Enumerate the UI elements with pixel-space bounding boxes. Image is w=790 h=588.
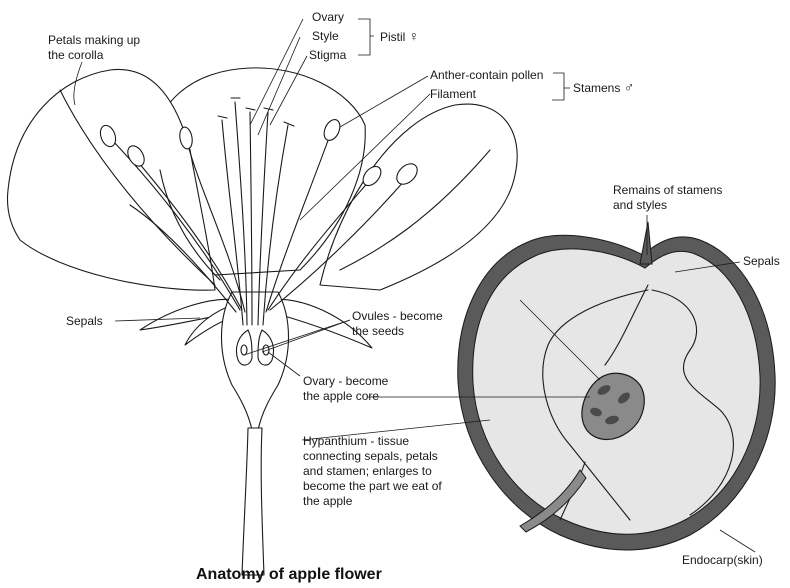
label-anther: Anther-contain pollen: [430, 68, 543, 83]
label-filament: Filament: [430, 87, 476, 102]
label-hypanthium-line1: Hypanthium - tissue: [303, 434, 442, 449]
receptacle: [222, 292, 289, 430]
label-hypanthium-line3: and stamen; enlarges to: [303, 464, 442, 479]
label-ovary-top: Ovary: [312, 10, 344, 25]
label-hypanthium-line5: the apple: [303, 494, 442, 509]
label-stigma: Stigma: [309, 48, 346, 63]
label-sepals-flower: Sepals: [66, 314, 103, 329]
label-petals-line1: Petals making up: [48, 33, 140, 48]
label-stamens-text: Stamens: [573, 81, 620, 95]
label-style: Style: [312, 29, 339, 44]
label-hypanthium: Hypanthium - tissue connecting sepals, p…: [303, 434, 442, 509]
label-hypanthium-line4: become the part we eat of: [303, 479, 442, 494]
label-petals: Petals making up the corolla: [48, 33, 140, 63]
diagram-title: Anatomy of apple flower: [196, 566, 382, 584]
label-ovary-core: Ovary - become the apple core: [303, 374, 388, 404]
label-ovary-core-line1: Ovary - become: [303, 374, 388, 389]
label-hypanthium-line2: connecting sepals, petals: [303, 449, 442, 464]
label-stamens: Stamens ♂: [573, 80, 634, 96]
label-remains-line1: Remains of stamens: [613, 183, 722, 198]
label-ovules: Ovules - become the seeds: [352, 309, 443, 339]
label-remains: Remains of stamens and styles: [613, 183, 722, 213]
label-sepals-apple: Sepals: [743, 254, 780, 269]
label-remains-line2: and styles: [613, 198, 722, 213]
female-symbol-icon: ♀: [409, 28, 420, 44]
label-ovary-core-line2: the apple core: [303, 389, 388, 404]
stem: [242, 428, 264, 575]
male-symbol-icon: ♂: [624, 79, 635, 95]
apple-cross-section: [458, 222, 775, 550]
label-endocarp: Endocarp(skin): [682, 553, 763, 568]
label-petals-line2: the corolla: [48, 48, 140, 63]
label-pistil-text: Pistil: [380, 30, 405, 44]
label-ovules-line1: Ovules - become: [352, 309, 443, 324]
label-ovules-line2: the seeds: [352, 324, 443, 339]
label-pistil: Pistil ♀: [380, 29, 419, 45]
